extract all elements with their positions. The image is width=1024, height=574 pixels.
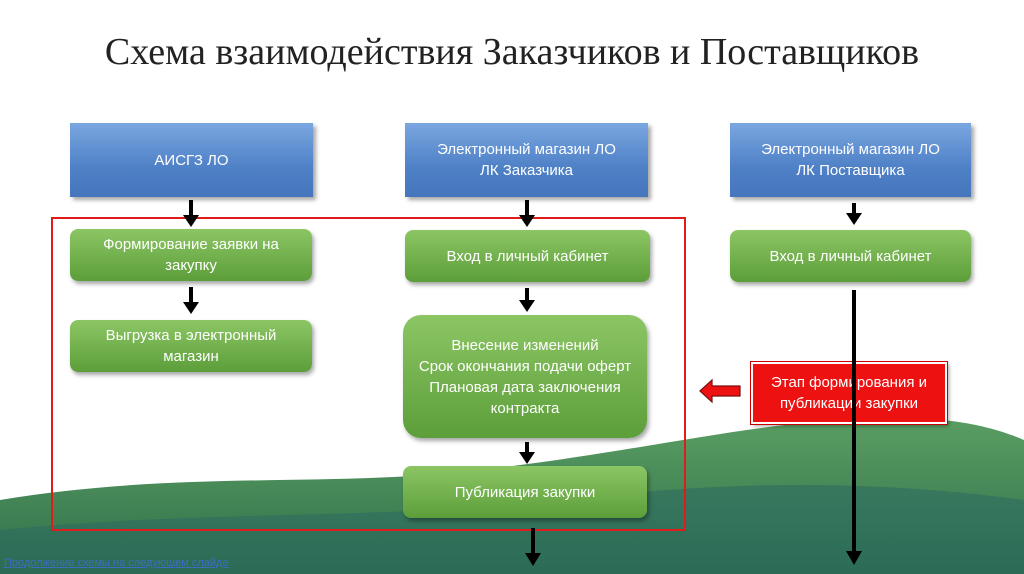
step-customer-login-label: Вход в личный кабинет	[446, 247, 609, 265]
step-make-changes: Внесение изменений Срок окончания подачи…	[403, 315, 647, 438]
step-form-request-label: Формирование заявки на закупку	[103, 236, 279, 274]
step-publish-purchase: Публикация закупки	[403, 466, 647, 518]
step-make-changes-label: Внесение изменений Срок окончания подачи…	[418, 336, 632, 417]
header-supplier-account-label: Электронный магазин ЛО ЛК Поставщика	[761, 141, 940, 179]
stage-note-box: Этап формирования и публикации закупки	[750, 361, 948, 425]
header-aisgz-label: АИСГЗ ЛО	[154, 151, 229, 169]
step-form-request: Формирование заявки на закупку	[70, 229, 312, 281]
slide-title: Схема взаимодействия Заказчиков и Постав…	[104, 31, 920, 73]
stage-note-label: Этап формирования и публикации закупки	[771, 374, 927, 412]
customer-process-frame	[51, 217, 686, 531]
step-supplier-login-label: Вход в личный кабинет	[769, 247, 932, 265]
header-aisgz: АИСГЗ ЛО	[70, 123, 313, 197]
step-export-to-store: Выгрузка в электронный магазин	[70, 320, 312, 372]
step-publish-purchase-label: Публикация закупки	[454, 483, 596, 501]
header-customer-account: Электронный магазин ЛО ЛК Заказчика	[405, 123, 648, 197]
header-supplier-account: Электронный магазин ЛО ЛК Поставщика	[730, 123, 971, 197]
header-customer-account-label: Электронный магазин ЛО ЛК Заказчика	[437, 141, 616, 179]
step-export-to-store-label: Выгрузка в электронный магазин	[105, 327, 277, 365]
step-customer-login: Вход в личный кабинет	[405, 230, 650, 282]
step-supplier-login: Вход в личный кабинет	[730, 230, 971, 282]
next-slide-link[interactable]: Продолжение схемы на следующем слайде	[4, 557, 229, 569]
